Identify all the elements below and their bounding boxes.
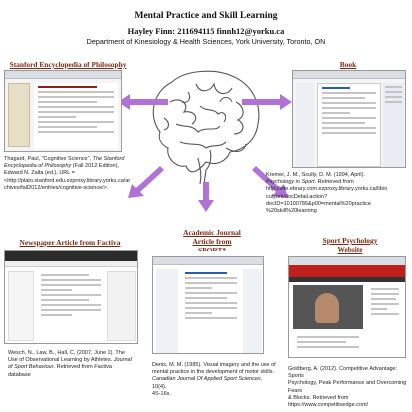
stanford-reference: Thagard, Paul, "Cognitive Science", The … bbox=[4, 156, 131, 191]
website-screenshot bbox=[288, 256, 406, 358]
arrow-to-website bbox=[252, 166, 288, 198]
factiva-reference: Wesch, N., Law, B., Hall, C. (2007, June… bbox=[8, 350, 132, 378]
arrow-to-book bbox=[242, 94, 292, 110]
factiva-screenshot bbox=[4, 250, 138, 344]
journal-reference: Denis, M. M. (1985). Visual imagery and … bbox=[152, 362, 276, 397]
journal-screenshot bbox=[152, 256, 264, 354]
brain-illustration bbox=[152, 70, 260, 185]
poster-header: Mental Practice and Skill Learning Hayle… bbox=[0, 10, 412, 47]
author-line: Hayley Finn: 211694115 finnh12@yorku.ca bbox=[127, 26, 285, 36]
stanford-screenshot bbox=[4, 70, 122, 152]
journal-section-title: Academic Journal Article from SPORT* bbox=[183, 228, 241, 251]
book-screenshot bbox=[292, 70, 406, 168]
stanford-section-title: Stanford Encyclopedia of Philosophy bbox=[9, 60, 127, 69]
book-section-title: Book bbox=[339, 60, 357, 69]
website-reference: Goldberg, A. (2012). Competitive Advanta… bbox=[288, 366, 407, 409]
department-line: Department of Kinesiology & Health Scien… bbox=[86, 37, 326, 46]
factiva-section-title: Newspaper Article from Factiva bbox=[19, 238, 121, 247]
arrow-to-stanford bbox=[118, 94, 168, 110]
website-section-title: Sport Psychology Website bbox=[322, 236, 378, 254]
arrow-to-journal bbox=[198, 182, 214, 212]
arrow-to-factiva bbox=[128, 166, 164, 198]
poster-title: Mental Practice and Skill Learning bbox=[134, 11, 278, 21]
book-reference: Kremer, J. M., Scully, D. M. (1994, Apri… bbox=[266, 172, 388, 215]
